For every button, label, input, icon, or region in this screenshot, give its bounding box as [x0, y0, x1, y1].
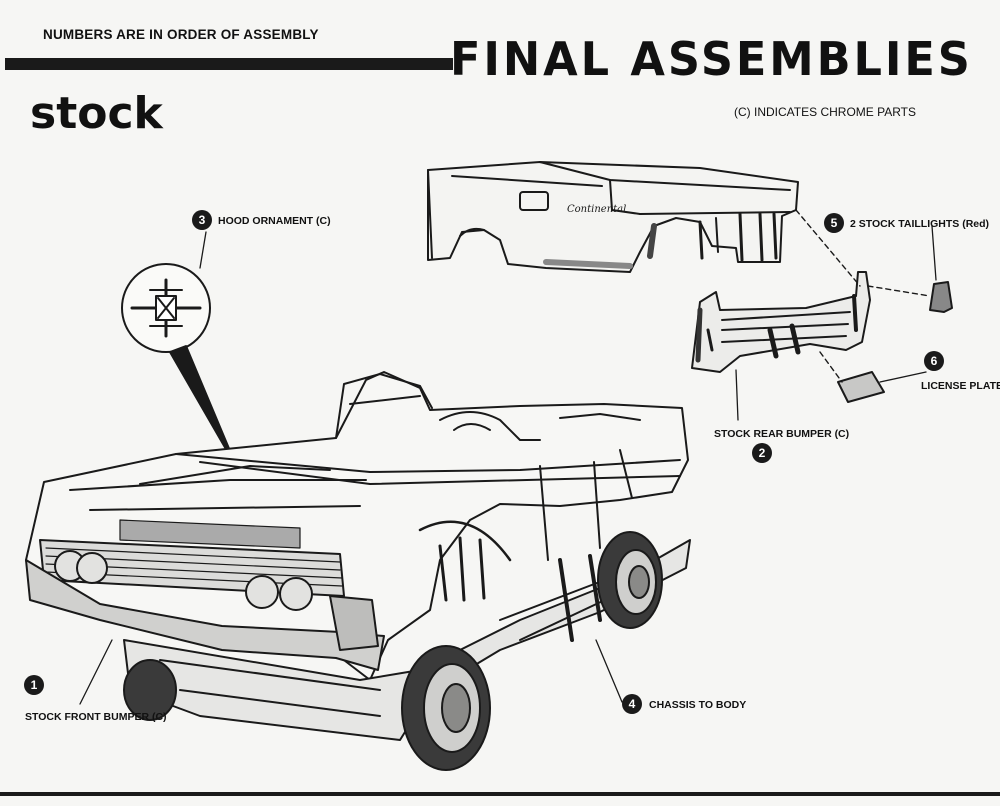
step-6-label: LICENSE PLATE	[921, 380, 1000, 392]
title-rule	[5, 58, 453, 70]
trunk-script-decal: Continental	[567, 204, 626, 215]
license-plate	[837, 371, 885, 403]
step-1-badge: 1	[24, 675, 44, 695]
rear-bumper	[691, 271, 871, 373]
leader-2	[735, 369, 739, 421]
leader-3	[199, 231, 207, 269]
step-6-badge: 6	[924, 351, 944, 371]
car-body	[25, 371, 689, 681]
leader-5	[931, 225, 937, 281]
step-5-label: 2 STOCK TAILLIGHTS (Red)	[850, 218, 990, 230]
step-1-label: STOCK FRONT BUMPER (C)	[25, 711, 167, 723]
step-4-label: CHASSIS TO BODY	[649, 699, 747, 711]
leader-1	[79, 639, 113, 705]
variant-label: stock	[30, 88, 163, 139]
page-title: FINAL ASSEMBLIES	[450, 32, 973, 86]
step-3-badge: 3	[192, 210, 212, 230]
assembly-order-note: NUMBERS ARE IN ORDER OF ASSEMBLY	[43, 27, 319, 42]
step-4-badge: 4	[622, 694, 642, 714]
leader-6	[879, 371, 927, 383]
taillight	[929, 281, 953, 313]
step-2-label: STOCK REAR BUMPER (C)	[714, 428, 850, 440]
headlights	[54, 550, 313, 611]
hood-ornament-detail	[121, 263, 239, 471]
step-5-badge: 5	[824, 213, 844, 233]
wheels	[123, 531, 663, 771]
leader-4	[595, 639, 623, 703]
bottom-rule	[0, 792, 1000, 796]
rear-body-section: Continental	[427, 161, 799, 273]
step-2-badge: 2	[752, 443, 772, 463]
chrome-parts-note: (C) INDICATES CHROME PARTS	[734, 105, 917, 119]
step-3-label: HOOD ORNAMENT (C)	[218, 215, 331, 227]
